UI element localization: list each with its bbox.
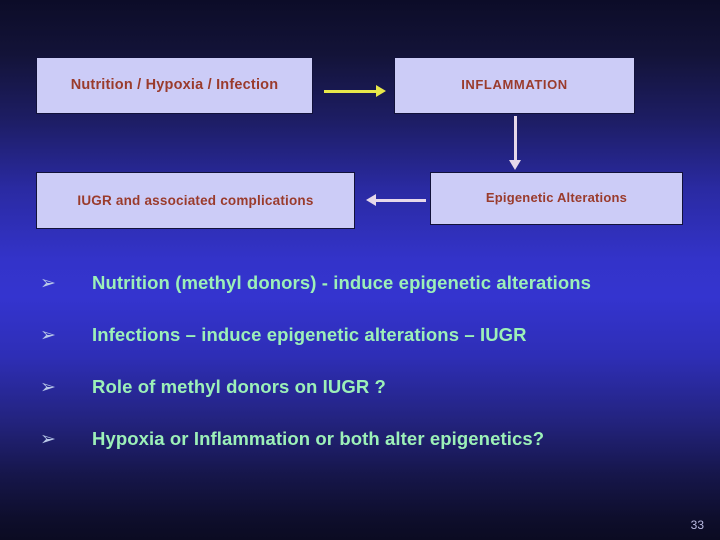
- diagram-box-nutrition: Nutrition / Hypoxia / Infection: [36, 57, 313, 114]
- diagram-box-epigenetic-label: Epigenetic Alterations: [485, 190, 628, 206]
- list-item-label: Hypoxia or Inflammation or both alter ep…: [92, 428, 545, 449]
- diagram-box-epigenetic-alterations: Epigenetic Alterations: [430, 172, 683, 225]
- arrow-head: [376, 85, 386, 97]
- diagram-box-iugr: IUGR and associated complications: [36, 172, 355, 229]
- list-item-label: Nutrition (methyl donors) - induce epige…: [92, 272, 592, 293]
- bullet-chevron-icon: ➢: [40, 377, 56, 398]
- bullet-chevron-icon: ➢: [40, 429, 56, 450]
- list-item: ➢ Hypoxia or Inflammation or both alter …: [0, 428, 720, 480]
- diagram-box-inflammation: INFLAMMATION: [394, 57, 635, 114]
- page-number: 33: [690, 518, 704, 532]
- arrow-shaft: [513, 116, 517, 160]
- arrow-head: [509, 160, 521, 170]
- bullet-chevron-icon: ➢: [40, 273, 56, 294]
- arrow-down-icon-inflammation-to-epigenetic: [509, 116, 521, 170]
- list-item: ➢ Role of methyl donors on IUGR ?: [0, 376, 720, 428]
- arrow-head: [366, 194, 376, 206]
- arrow-right-icon-nutrition-to-inflammation: [324, 85, 386, 97]
- list-item: ➢ Nutrition (methyl donors) - induce epi…: [0, 272, 720, 324]
- list-item-label: Role of methyl donors on IUGR ?: [92, 376, 386, 397]
- bullet-chevron-icon: ➢: [40, 325, 56, 346]
- diagram-box-inflammation-label: INFLAMMATION: [461, 77, 568, 93]
- list-item: ➢ Infections – induce epigenetic alterat…: [0, 324, 720, 376]
- diagram-box-iugr-label: IUGR and associated complications: [77, 192, 314, 208]
- arrow-shaft: [324, 89, 376, 93]
- diagram-box-nutrition-label: Nutrition / Hypoxia / Infection: [70, 77, 279, 94]
- list-item-label: Infections – induce epigenetic alteratio…: [92, 324, 527, 345]
- arrow-shaft: [376, 198, 426, 202]
- arrow-left-icon-epigenetic-to-iugr: [366, 194, 426, 206]
- bullet-list: ➢ Nutrition (methyl donors) - induce epi…: [0, 272, 720, 480]
